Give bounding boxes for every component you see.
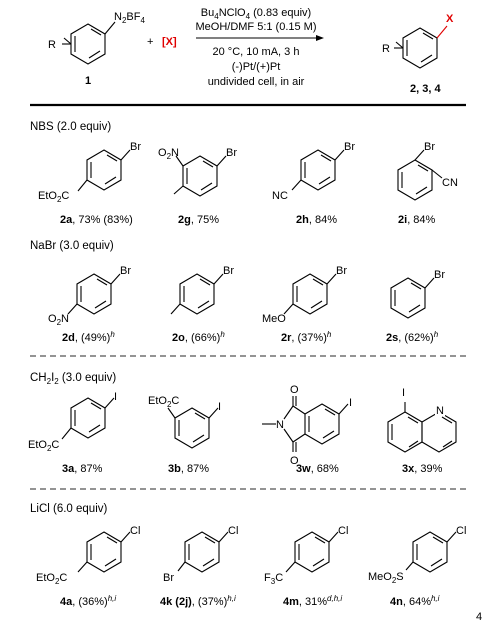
compound-caption: 2h, 84%: [296, 214, 337, 226]
chloro-label: Cl: [338, 525, 348, 537]
compound-caption: 2i, 84%: [398, 214, 436, 226]
product-x-label: X: [446, 13, 454, 25]
compound-caption: 2s, (62%)h: [386, 330, 439, 344]
sulfonyl-label: MeO2S: [368, 571, 404, 585]
compound-caption: 2g, 75%: [178, 214, 219, 226]
page-mark: 4: [476, 611, 482, 623]
quinoline-nitrogen: N: [436, 405, 444, 417]
condition-temp-current: 20 °C, 10 mA, 3 h: [213, 46, 300, 58]
compound-2s: Br 2s, (62%)h: [386, 269, 445, 344]
compound-3b: I EtO2C 3b, 87%: [148, 395, 221, 475]
nitrile-label: CN: [442, 177, 458, 189]
compound-2d: Br O2N 2d, (49%)h: [48, 265, 131, 344]
nitro-label: O2N: [158, 147, 179, 161]
ester-label: EtO2C: [36, 572, 67, 586]
bromo-label: Br: [120, 265, 131, 277]
chloro-label: Cl: [456, 525, 466, 537]
compound-caption: 3a, 87%: [62, 463, 103, 475]
chloro-label: Cl: [130, 525, 140, 537]
compound-caption: 4k (2j), (37%)h,i: [160, 594, 236, 608]
compound-2a: Br EtO2C 2a, 73% (83%): [38, 141, 141, 226]
r-group-label: R: [48, 39, 56, 51]
iodo-label: I: [349, 397, 352, 409]
compound-3a: I EtO2C 3a, 87%: [28, 391, 117, 475]
bromo-label: Br: [424, 141, 435, 153]
section-title-ch2i2: CH2I2 (3.0 equiv): [30, 372, 116, 386]
plus-sign: +: [147, 36, 153, 48]
compound-4a: Cl EtO2C 4a, (36%)h,i: [36, 525, 140, 608]
compound-4m: Cl F3C 4m, 31%d,h,i: [264, 525, 348, 608]
bromo-label: Br: [434, 269, 445, 281]
iodo-label: I: [114, 391, 117, 403]
product-r-group: R: [382, 43, 390, 55]
bromo-label: Br: [336, 265, 347, 277]
condition-solvent: MeOH/DMF 5:1 (0.15 M): [195, 21, 316, 33]
bromo-label: Br: [163, 572, 174, 584]
ester-label: EtO2C: [28, 439, 59, 453]
reaction-conditions: Bu4NClO4 (0.83 equiv) MeOH/DMF 5:1 (0.15…: [195, 7, 324, 88]
compound-caption: 2a, 73% (83%): [60, 214, 133, 226]
iodo-label: I: [402, 387, 405, 399]
bromo-label: Br: [344, 141, 355, 153]
bromo-label: Br: [130, 141, 141, 153]
compound-caption: 3x, 39%: [402, 463, 443, 475]
compound-3w: O O N I 3w, 68%: [262, 384, 352, 475]
compound-2o: Br 2o, (66%)h: [170, 265, 234, 344]
bromo-label: Br: [223, 265, 234, 277]
condition-electrolyte: Bu4NClO4 (0.83 equiv): [201, 7, 311, 21]
carbonyl-oxygen: O: [290, 455, 299, 467]
nitrile-label: NC: [272, 190, 288, 202]
compound-2r: Br MeO 2r, (37%)h: [262, 265, 347, 344]
compound-2g: Br O2N 2g, 75%: [158, 147, 237, 226]
reagent-x: [X]: [162, 36, 177, 48]
compound-4k: Cl Br 4k (2j), (37%)h,i: [160, 525, 238, 608]
bromo-label: Br: [226, 147, 237, 159]
methoxy-label: MeO: [262, 313, 286, 325]
section-title-licl: LiCl (6.0 equiv): [30, 503, 108, 515]
compound-caption: 3b, 87%: [168, 463, 209, 475]
compound-caption: 4n, 64%h,i: [390, 594, 440, 608]
compound-caption: 4a, (36%)h,i: [60, 594, 116, 608]
compound-caption: 2r, (37%)h: [281, 330, 332, 344]
compound-2i: Br CN 2i, 84%: [397, 141, 458, 226]
compound-4n: Cl MeO2S 4n, 64%h,i: [368, 525, 466, 608]
section-title-nabr: NaBr (3.0 equiv): [30, 240, 114, 252]
compound-caption: 2o, (66%)h: [172, 330, 225, 344]
imide-nitrogen: N: [276, 419, 284, 431]
scheme-product: R X 2, 3, 4: [382, 13, 454, 95]
chloro-label: Cl: [228, 525, 238, 537]
compound-caption: 2d, (49%)h: [62, 330, 115, 344]
condition-electrodes: (-)Pt/(+)Pt: [232, 61, 281, 73]
ester-label: EtO2C: [148, 395, 179, 409]
carbonyl-oxygen: O: [290, 384, 299, 396]
start-compound-number: 1: [85, 75, 91, 87]
compound-2h: Br NC 2h, 84%: [272, 141, 355, 226]
trifluoromethyl-label: F3C: [264, 572, 283, 586]
diazonium-label: N2BF4: [114, 11, 145, 25]
compound-caption: 3w, 68%: [296, 463, 339, 475]
compound-caption: 4m, 31%d,h,i: [283, 594, 342, 608]
product-compound-numbers: 2, 3, 4: [410, 83, 441, 95]
nitro-label: O2N: [48, 313, 69, 327]
iodo-label: I: [218, 401, 221, 413]
scheme-start-material: R N2BF4 1: [48, 11, 145, 87]
condition-cell: undivided cell, in air: [208, 76, 305, 88]
compound-3x: N I 3x, 39%: [387, 387, 457, 475]
ester-label: EtO2C: [38, 190, 69, 204]
section-title-nbs: NBS (2.0 equiv): [30, 121, 111, 133]
